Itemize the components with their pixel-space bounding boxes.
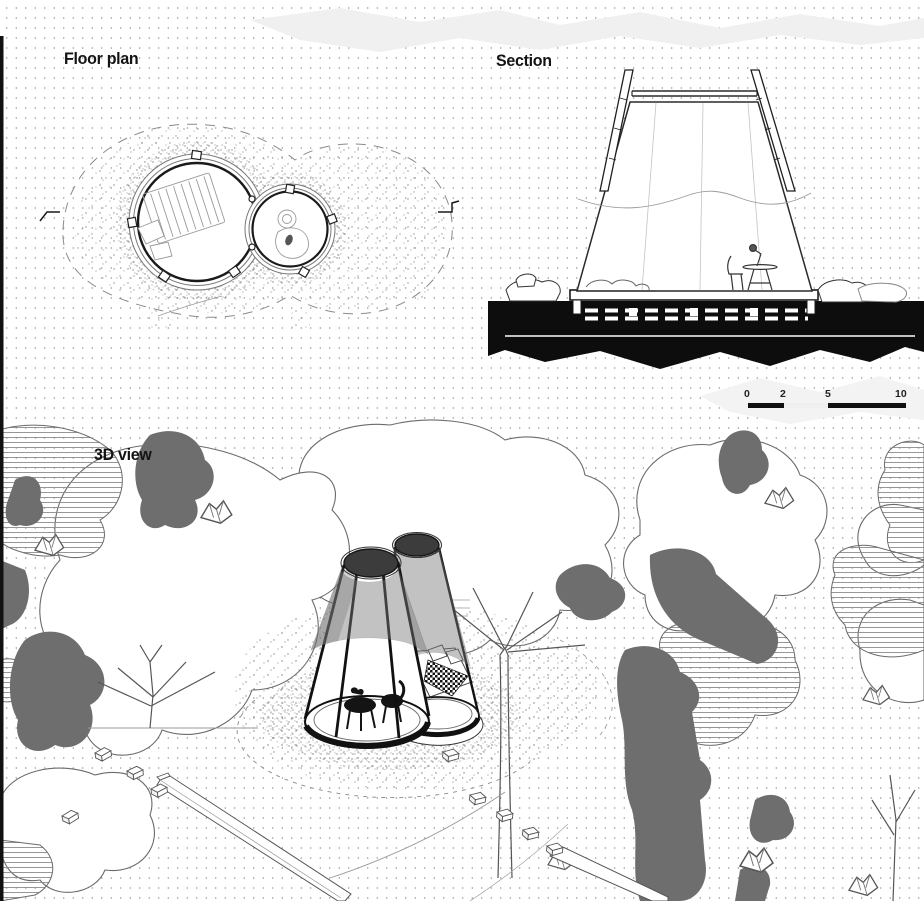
section-struts bbox=[599, 69, 796, 192]
scale-tick-10: 10 bbox=[895, 388, 907, 400]
scale-bar-segment-5-10 bbox=[828, 403, 906, 408]
scale-bar: 0 2 5 10 bbox=[740, 388, 915, 414]
scale-tick-2: 2 bbox=[780, 388, 786, 400]
watermark-ridge-top bbox=[250, 8, 924, 424]
section-tent-body bbox=[576, 101, 813, 292]
tree-foliage-gray bbox=[0, 430, 794, 901]
floor-plan-label: Floor plan bbox=[64, 49, 139, 68]
plan-pillows bbox=[137, 219, 173, 261]
section-drawing bbox=[488, 69, 924, 369]
section-label: Section bbox=[496, 51, 552, 70]
scale-bar-track bbox=[747, 403, 907, 408]
section-cut-markers bbox=[39, 200, 460, 222]
scale-tick-5: 5 bbox=[825, 388, 831, 400]
section-furniture bbox=[578, 244, 778, 292]
plan-ring-joints bbox=[126, 149, 338, 283]
section-rocks bbox=[505, 273, 907, 303]
plan-chair-table bbox=[275, 209, 309, 259]
plan-bed bbox=[142, 172, 226, 244]
sheet-left-edge bbox=[0, 36, 4, 901]
boardwalk-planks bbox=[60, 746, 669, 901]
table-chair-3d bbox=[344, 679, 406, 731]
three-d-view-label: 3D view bbox=[94, 445, 152, 464]
scale-bar-segment-0-2 bbox=[748, 403, 784, 408]
section-ridge-beam bbox=[631, 90, 758, 97]
floor-plan-drawing bbox=[39, 123, 460, 331]
tent-structure-3d bbox=[303, 532, 484, 749]
three-d-view-drawing bbox=[0, 419, 924, 901]
scale-tick-0: 0 bbox=[744, 388, 750, 400]
